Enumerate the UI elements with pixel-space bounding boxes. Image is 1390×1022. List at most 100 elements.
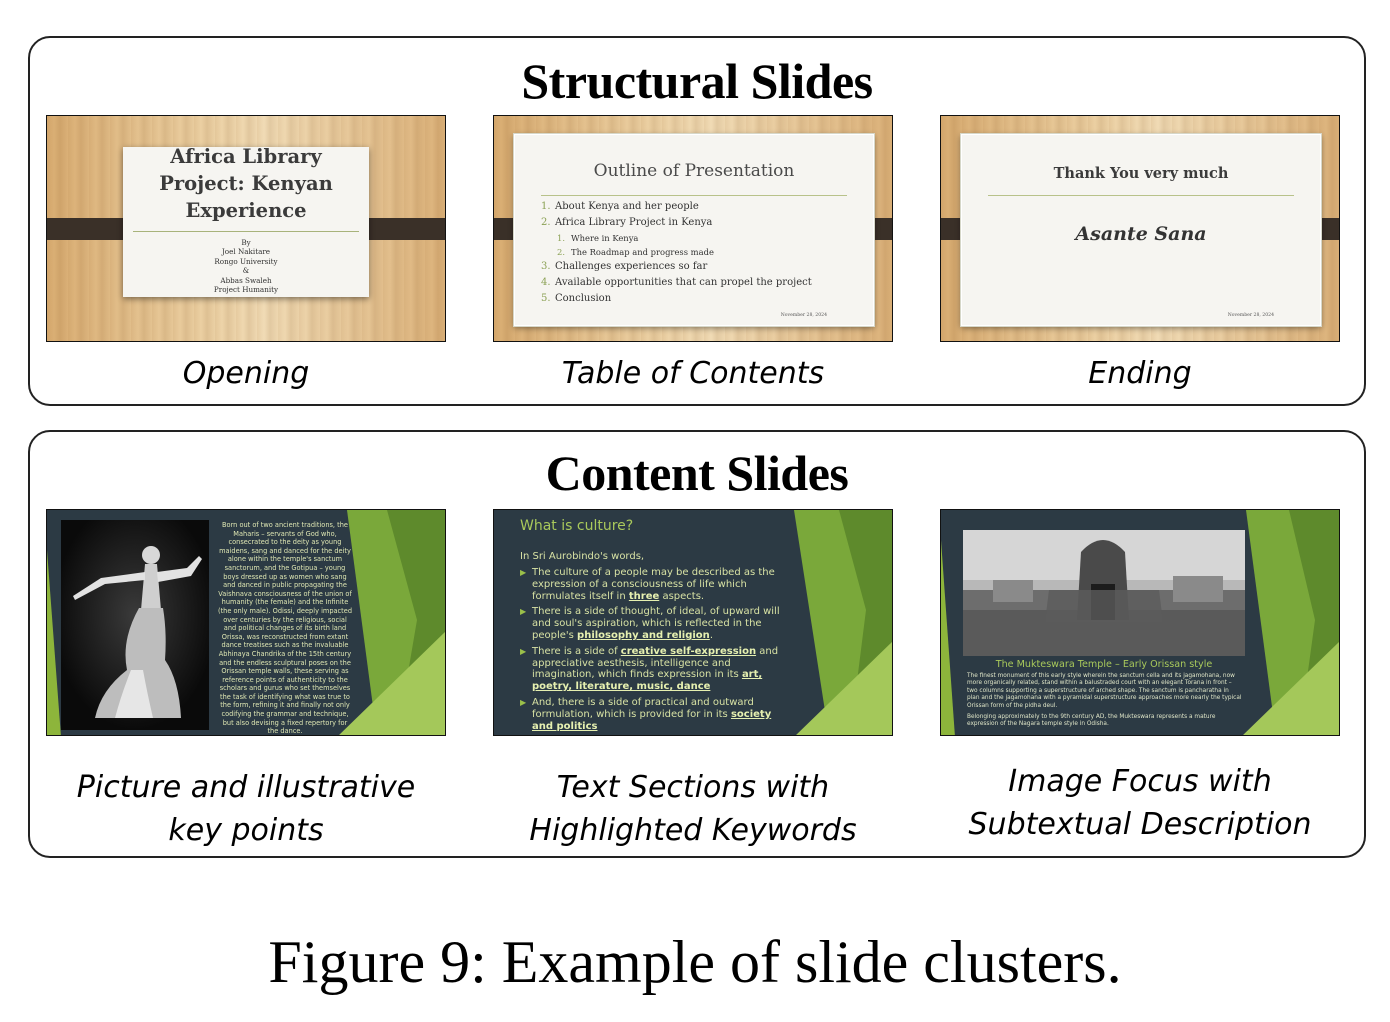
author-line: & [242,266,250,276]
temple-icon [963,530,1245,656]
slide-thumbnail-toc: Outline of Presentation 1. About Kenya an… [493,115,893,342]
slide-bullets: ▶ The culture of a people may be describe… [520,567,794,732]
slide-thumbnail-picture: Born out of two ancient traditions, the … [46,509,446,736]
toc-item: 5. Conclusion [541,293,611,304]
slide-title: What is culture? [520,518,634,534]
toc-item: 1. Where in Kenya [557,233,638,243]
bullet-text: The culture of a people may be described… [532,567,775,602]
slide-rule [988,195,1294,196]
toc-num: 5. [541,293,551,304]
slide-title: Thank You very much [1053,165,1229,182]
slide-thumbnail-opening: Africa Library Project: Kenyan Experienc… [46,115,446,342]
caption-picture: Picture and illustrative key points [26,766,466,852]
slide-date: November 28, 2024 [780,313,827,318]
caption-line: Text Sections with [556,770,830,805]
bullet-item: ▶ There is a side of creative self-expres… [520,645,794,693]
bullet-text: . [709,629,713,641]
slide-authors: By Joel Nakitare Rongo University & Abba… [123,238,369,294]
toc-list: 1. About Kenya and her people 2. Africa Li… [541,201,861,311]
caption-image: Image Focus with Subtextual Description [920,760,1360,846]
caption-ending: Ending [1088,356,1192,391]
caption-line: Highlighted Keywords [529,813,857,848]
caption-line: Image Focus with [1008,764,1272,799]
toc-num: 3. [541,261,551,272]
slide-rule [133,231,359,232]
bullet-item: ▶ The culture of a people may be describe… [520,567,794,602]
keyword: society and politics [532,708,772,732]
toc-num: 1. [557,233,565,243]
group-title: Content Slides [545,445,849,501]
bullet-item: ▶ There is a side of thought, of ideal, o… [520,606,794,641]
bullet-text: There is a side of [532,645,621,657]
slide-green-shapes [941,510,1339,735]
toc-text: The Roadmap and progress made [571,247,714,257]
bullet-arrow-icon: ▶ [520,607,527,617]
bullet-text: aspects. [659,590,705,602]
bullet-item: ▶ And, there is a side of practical and o… [520,696,794,732]
toc-item: 4. Available opportunities that can prope… [541,277,812,288]
caption-line: Picture and illustrative [76,770,416,805]
bullet-arrow-icon: ▶ [520,568,527,577]
slide-rule [541,195,847,196]
author-line: Abbas Swaleh [220,275,272,285]
slide-intro: In Sri Aurobindo's words, [520,551,645,562]
toc-item: 3. Challenges experiences so far [541,261,707,272]
slide-paper: Africa Library Project: Kenyan Experienc… [123,145,369,297]
keyword: art, poetry, literature, music, dance [532,669,763,693]
temple-photo [963,530,1245,656]
caption-opening: Opening [182,356,310,391]
toc-text: About Kenya and her people [555,201,699,212]
slide-band-left [494,218,520,240]
bullet-arrow-icon: ▶ [520,697,527,707]
toc-num: 2. [557,247,565,257]
slide-thumbnail-ending: Thank You very much Asante Sana November… [940,115,1340,342]
slide-date: November 28, 2024 [1227,313,1274,318]
slide-title: Outline of Presentation [593,161,795,181]
toc-item: 2. The Roadmap and progress made [557,247,714,257]
toc-item: 1. About Kenya and her people [541,201,699,212]
slide-band-right [361,218,445,240]
toc-item: 2. Africa Library Project in Kenya [541,217,712,228]
slide-description: The finest monument of this early style … [967,673,1242,709]
slide-subtitle: Asante Sana [1075,223,1207,245]
caption-line: key points [168,813,324,848]
caption-toc: Table of Contents [561,356,825,391]
slide-green-shapes [47,510,445,735]
slide-green-shapes [794,510,892,735]
toc-text: Conclusion [555,293,612,304]
author-line: By [241,238,251,247]
dancer-figure-icon [61,520,209,730]
slide-paper: Thank You very much Asante Sana November… [960,133,1322,327]
slide-band-left [47,218,131,240]
toc-num: 4. [541,277,551,288]
toc-text: Challenges experiences so far [555,261,708,272]
bullet-text: And, there is a side of practical and ou… [532,696,754,720]
bullet-arrow-icon: ▶ [520,646,527,656]
slide-paper: Outline of Presentation 1. About Kenya an… [513,133,875,327]
toc-text: Where in Kenya [571,233,639,243]
slide-title: Africa Library Project: Kenyan Experienc… [159,145,333,222]
figure-caption: Figure 9: Example of slide clusters. [268,929,1122,995]
keyword: philosophy and religion [577,629,710,641]
slide-thumbnail-image: The Mukteswara Temple – Early Orissan st… [940,509,1340,736]
keyword: creative self-expression [620,645,757,657]
slide-body-text: Born out of two ancient traditions, the … [218,521,352,736]
caption-line: Subtextual Description [968,807,1312,842]
keyword: three [628,590,660,602]
bullet-text: and appreciative aesthesis, intelligence… [532,645,779,681]
bullet-text: There is a side of thought, of ideal, of… [532,606,780,641]
author-line: Project Humanity [213,285,279,295]
content-slides-group: Content Slides [28,430,1366,858]
toc-text: Available opportunities that can propel … [555,277,812,288]
structural-slides-group: Structural Slides [28,36,1366,406]
dancer-photo [61,520,209,730]
author-line: Rongo University [214,256,278,266]
slide-thumbnail-text: What is culture? In Sri Aurobindo's word… [493,509,893,736]
toc-text: Africa Library Project in Kenya [555,217,713,228]
slide-description: Belonging approximately to the 9th centu… [967,714,1216,728]
toc-num: 1. [541,201,551,212]
toc-num: 2. [541,217,551,228]
slide-title: The Mukteswara Temple – Early Orissan st… [995,659,1213,670]
author-line: Joel Nakitare [221,247,271,257]
group-title: Structural Slides [521,53,873,109]
